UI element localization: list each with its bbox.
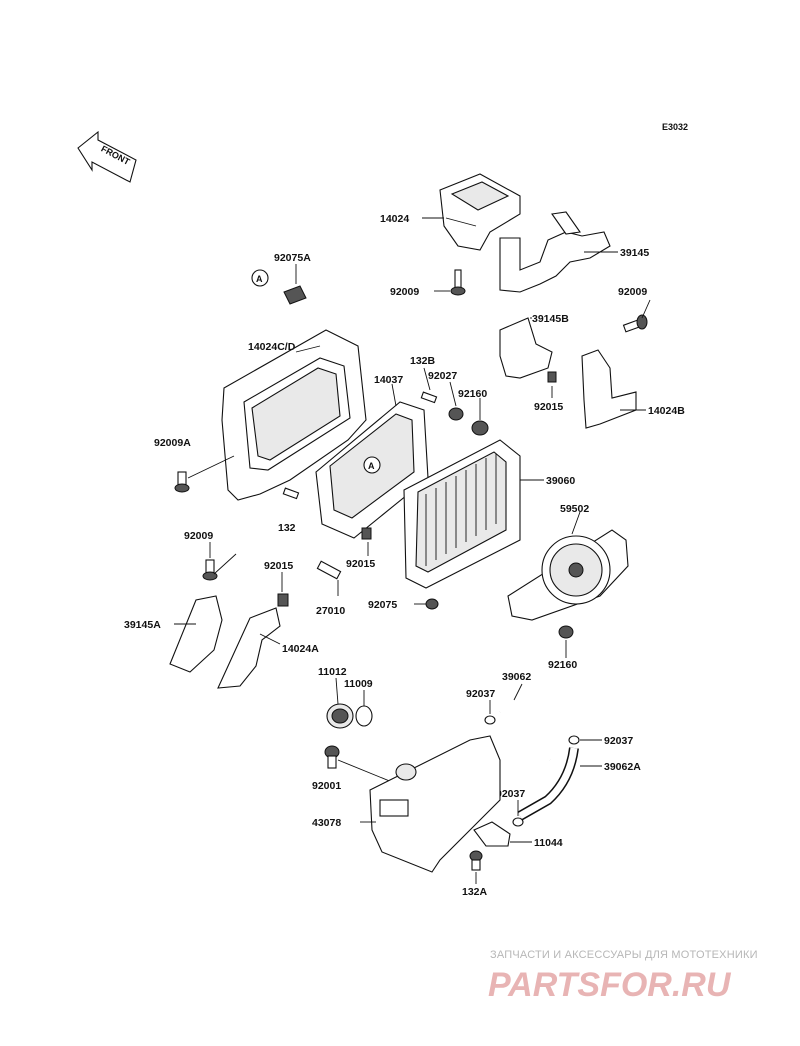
bolt-92009-top [450,269,466,296]
label-92037-bottom: 92037 [496,788,525,800]
label-27010: 27010 [316,605,345,617]
hose-39062 [498,703,554,762]
label-92009-left: 92009 [184,530,213,542]
diagram-code: E3032 [662,122,688,132]
label-132A: 132A [462,886,488,898]
clamp-92037-top [484,715,496,725]
label-14024B: 14024B [648,405,685,417]
bolt-92009-left [202,559,218,581]
clamp-92037-bottom [512,817,524,827]
label-92009-top: 92009 [390,286,419,298]
clip-92015-mid [361,527,372,540]
label-92015-right: 92015 [534,401,563,413]
svg-text:A: A [256,274,263,284]
front-arrow-icon: FRONT [77,130,137,183]
grommet-92160-top [471,420,489,436]
reservoir-43078 [369,735,501,873]
label-14024: 14024 [380,213,409,225]
label-14024A: 14024A [282,643,319,655]
bracket-39145A [169,595,223,673]
bracket-14024A [217,607,281,689]
grommet-92160-bottom [558,625,574,639]
callout-a-mid: A [363,456,381,474]
label-39060: 39060 [546,475,575,487]
callout-a-top: A [251,269,269,287]
label-14037: 14037 [374,374,403,386]
label-11012: 11012 [318,666,347,678]
label-59502: 59502 [560,503,589,515]
label-92001: 92001 [312,780,341,792]
label-39062: 39062 [502,671,531,683]
radiator-39060 [403,439,521,589]
switch-27010 [316,560,342,580]
bolt-132 [282,487,300,500]
label-92037-top: 92037 [466,688,495,700]
label-92037-right: 92037 [604,735,633,747]
bolt-92009-right [622,314,648,333]
watermark-logo-text: PARTSFOR.RU [488,966,732,1004]
bracket-39145B [499,317,553,379]
bolt-132B [420,391,438,404]
watermark-logo: PARTSFOR.RU [488,966,732,1004]
harness-39145 [499,211,611,293]
label-39145: 39145 [620,247,649,259]
grommet-92027 [448,407,464,421]
label-92027: 92027 [428,370,457,382]
clip-92075A [283,285,307,305]
label-11009: 11009 [344,678,373,690]
bolt-92009A [174,471,190,493]
bracket-14024B [581,349,637,429]
gasket-11009 [355,705,373,727]
label-39062A: 39062A [604,761,641,773]
svg-text:A: A [368,461,375,471]
bolt-92001 [324,745,340,769]
clamp-92037-right [568,735,580,745]
clip-92015-right [547,371,557,383]
label-39145B: 39145B [532,313,569,325]
label-92015-mid: 92015 [346,558,375,570]
fan-59502 [507,529,629,621]
clip-92075 [425,598,439,610]
label-132: 132 [278,522,296,534]
bracket-14024 [439,173,521,251]
cap-11012 [326,703,354,729]
bracket-11044 [473,821,511,847]
hose-39062A [517,747,579,821]
label-92160-top: 92160 [458,388,487,400]
clip-92015-left [277,593,289,607]
shroud-14024CD [221,329,367,501]
label-92160-bottom: 92160 [548,659,577,671]
label-43078: 43078 [312,817,341,829]
label-92009A: 92009A [154,437,191,449]
label-11044: 11044 [534,837,563,849]
label-39145A: 39145A [124,619,161,631]
label-92075A: 92075A [274,252,311,264]
watermark-tagline: ЗАПЧАСТИ И АКСЕССУАРЫ ДЛЯ МОТОТЕХНИКИ [490,949,758,961]
bolt-132A [469,850,483,871]
label-14024CD: 14024C/D [248,341,296,353]
label-132B: 132B [410,355,436,367]
label-92075: 92075 [368,599,397,611]
label-92015-left: 92015 [264,560,293,572]
label-92009-right: 92009 [618,286,647,298]
